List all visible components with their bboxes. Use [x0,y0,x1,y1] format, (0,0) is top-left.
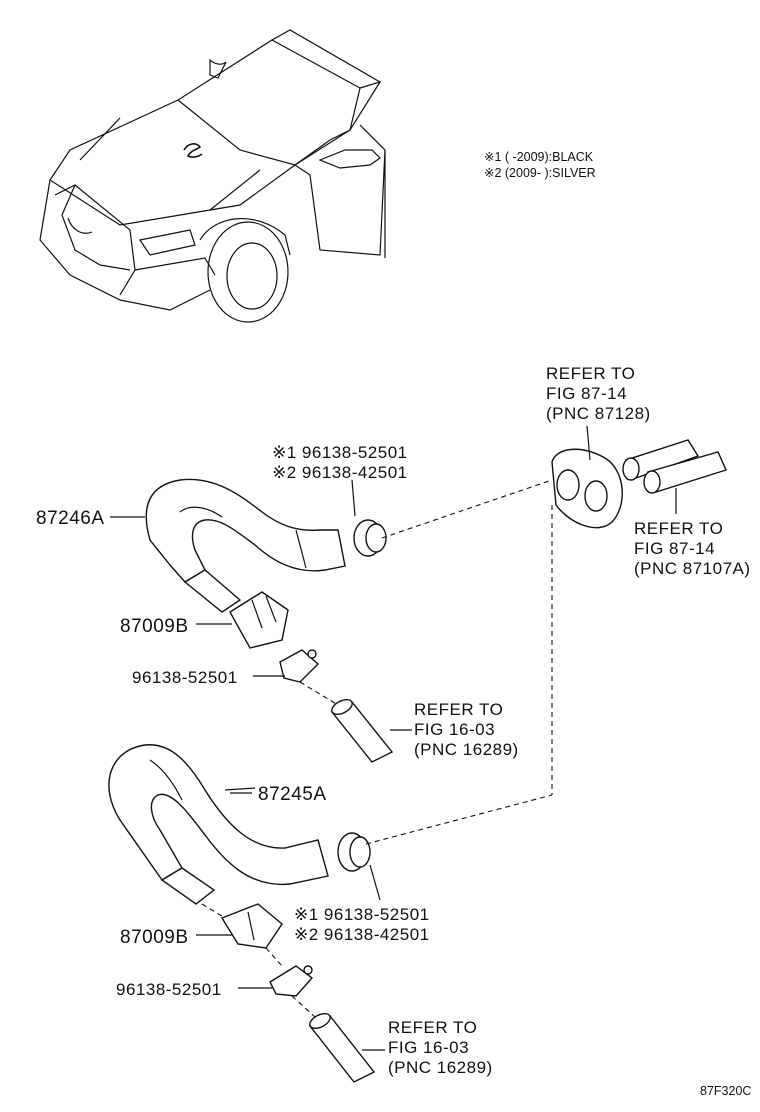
ref-pipe-lower-line-3: (PNC 16289) [388,1058,493,1077]
ref-grommet-line-2: FIG 87-14 [546,384,627,403]
vehicle-front-icon [39,29,386,323]
label-hose-lower: 87245A [258,784,327,805]
note-line-1: ※1 ( -2009):BLACK [484,150,594,164]
lexus-logo-icon [183,143,203,158]
lower-pipe [308,1012,376,1083]
pipes [622,439,727,514]
label-clamp-small-upper: 96138-52501 [132,668,238,687]
label-clamp-upper-1: ※1 96138-52501 [272,443,408,462]
grommet [551,425,623,529]
ref-pipe-lower-line-1: REFER TO [388,1018,477,1037]
label-clamp-lower-1: ※1 96138-52501 [294,905,430,924]
lower-joint [220,903,283,949]
label-joint-upper: 87009B [120,616,189,637]
ref-pipes-line-1: REFER TO [634,519,723,538]
label-clamp-small-lower: 96138-52501 [116,980,222,999]
note-line-2: ※2 (2009- ):SILVER [484,166,596,180]
upper-small-clamp [279,649,320,683]
upper-joint [229,591,289,649]
ref-grommet-line-3: (PNC 87128) [546,404,651,423]
ref-pipe-upper-line-1: REFER TO [414,700,503,719]
lower-clamp [337,832,381,901]
upper-hose [145,478,346,613]
ref-pipe-lower-line-2: FIG 16-03 [388,1038,469,1057]
upper-pipe [330,698,394,763]
ref-pipes-line-2: FIG 87-14 [634,539,715,558]
label-clamp-lower-2: ※2 96138-42501 [294,925,430,944]
figure-code: 87F320C [700,1084,751,1098]
label-hose-upper: 87246A [36,508,105,529]
ref-pipe-upper-line-3: (PNC 16289) [414,740,519,759]
label-joint-lower: 87009B [120,927,189,948]
lower-hose [108,744,329,905]
ref-pipe-upper-line-2: FIG 16-03 [414,720,495,739]
lower-small-clamp [269,965,314,997]
label-clamp-upper-2: ※2 96138-42501 [272,463,408,482]
upper-clamp [351,479,387,557]
ref-grommet-line-1: REFER TO [546,364,635,383]
ref-pipes-line-3: (PNC 87107A) [634,559,751,578]
